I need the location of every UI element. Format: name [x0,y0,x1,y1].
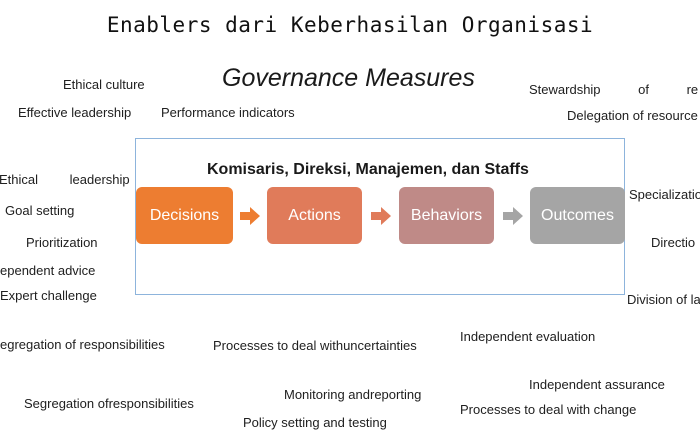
behaviors-box: Behaviors [399,187,494,244]
label-goal-setting: Goal setting [5,203,75,218]
arrow-right-icon [503,207,523,225]
label-effective-leadership: Effective leadership [18,105,132,120]
label-delegation: Delegation of resource [567,108,698,123]
label-specialization: Specializatio [629,187,700,202]
label-independent-advice: ependent advice [0,263,96,278]
label-change: Processes to deal with change [460,402,637,417]
governance-measures-heading: Governance Measures [222,64,475,92]
actions-box: Actions [267,187,362,244]
actions-label: Actions [288,206,341,224]
label-expert-challenge: Expert challenge [0,288,97,303]
outcomes-box: Outcomes [530,187,625,244]
label-prioritization: Prioritization [26,235,98,250]
frame-title: Komisaris, Direksi, Manajemen, dan Staff… [207,161,529,178]
label-segregation-responsibilities: egregation of responsibilities [0,337,165,352]
label-ethical-culture: Ethical culture [63,77,145,92]
decisions-label: Decisions [149,206,220,224]
label-ethical-leadership: Ethical leadership [0,172,130,187]
decisions-box: Decisions [136,187,233,244]
label-performance-indicators: Performance indicators [161,105,295,120]
slide-title: Enablers dari Keberhasilan Organisasi [106,13,594,37]
label-independent-assurance: Independent assurance [529,377,665,392]
label-independent-evaluation: Independent evaluation [460,329,596,344]
label-policy-setting: Policy setting and testing [243,415,387,430]
arrow-right-icon [240,207,260,225]
outcomes-label: Outcomes [541,206,614,224]
label-direction: Directio [651,235,696,250]
label-stewardship: Stewardship of re [529,82,699,97]
arrow-right-icon [371,207,391,225]
label-monitoring-reporting: Monitoring andreporting [284,387,422,402]
label-segregation-responsibilities-2: Segregation ofresponsibilities [24,396,194,411]
label-division: Division of la [627,292,700,307]
label-uncertainties: Processes to deal withuncertainties [213,338,417,353]
behaviors-label: Behaviors [410,206,483,224]
